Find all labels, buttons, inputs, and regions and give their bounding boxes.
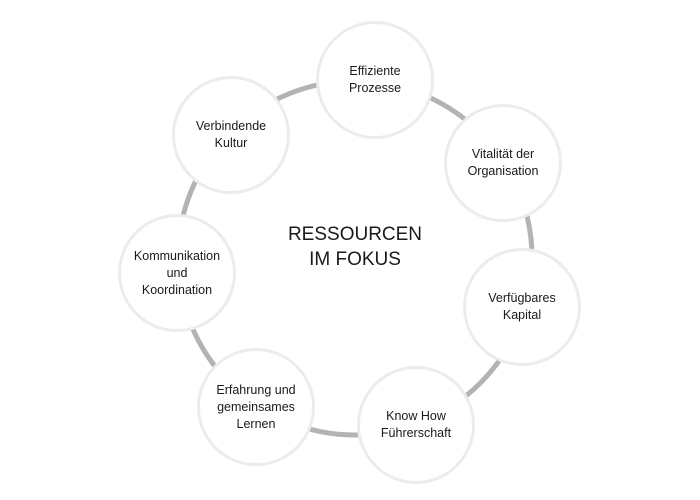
node-effiziente-prozesse: Effiziente Prozesse — [316, 21, 434, 139]
node-vitalitaet: Vitalität der Organisation — [444, 104, 562, 222]
node-label: Effiziente Prozesse — [348, 64, 402, 95]
center-title: RESSOURCEN IM FOKUS — [287, 224, 423, 270]
node-label: Vitalität der Organisation — [467, 147, 539, 178]
node-kommunikation: Kommunikation und Koordination — [118, 214, 236, 332]
node-label: Kommunikation und Koordination — [133, 248, 221, 297]
node-label: Verbindende Kultur — [195, 119, 267, 150]
node-label: Erfahrung und gemeinsames Lernen — [216, 382, 296, 431]
node-label: Know How Führerschaft — [380, 409, 452, 440]
node-kapital: Verfügbares Kapital — [463, 248, 581, 366]
node-label: Verfügbares Kapital — [488, 291, 556, 322]
node-know-how: Know How Führerschaft — [357, 366, 475, 484]
node-erfahrung: Erfahrung und gemeinsames Lernen — [197, 348, 315, 466]
node-kultur: Verbindende Kultur — [172, 76, 290, 194]
